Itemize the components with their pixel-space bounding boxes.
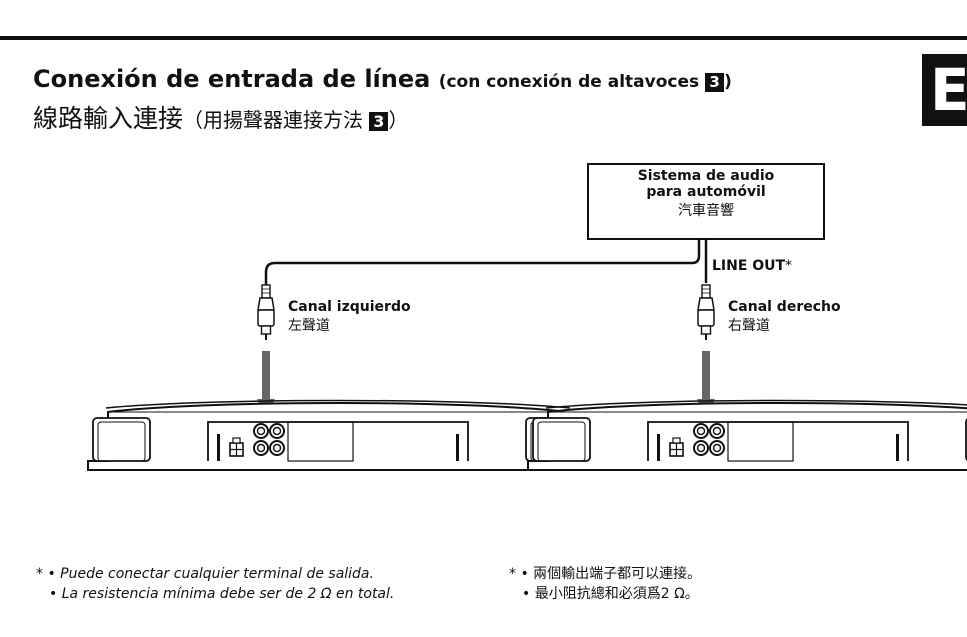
left-signal-cable	[264, 239, 701, 292]
title-es-sub: (con conexión de altavoces	[438, 72, 706, 92]
footnote-chinese: * • 兩個輸出端子都可以連接。 • 最小阻抗總和必須爲2 Ω。	[509, 564, 701, 604]
audio-source-box	[587, 163, 825, 240]
language-tab-letter: E	[930, 56, 967, 124]
left-amplifier	[87, 399, 589, 471]
footnote-zh-line1: * • 兩個輸出端子都可以連接。	[509, 566, 702, 582]
footnote-es-line2: • La resistencia mínima debe ser de 2 Ω …	[49, 586, 395, 602]
audio-source-line1: Sistema de audio	[637, 168, 775, 184]
top-rule	[0, 36, 967, 40]
audio-source-zh: 汽車音響	[678, 203, 734, 219]
title-es-main: Conexión de entrada de línea	[33, 65, 439, 93]
page-title-chinese: 線路輸入連接（用揚聲器連接方法 3）	[33, 103, 408, 136]
right-channel-label-zh: 右聲道	[728, 318, 770, 334]
title-zh-main: 線路輸入連接	[33, 104, 184, 133]
procedure-number-badge: 3	[705, 73, 725, 92]
left-channel-label: Canal izquierdo	[288, 299, 411, 315]
line-out-text: LINE OUT	[712, 258, 786, 274]
right-rca-plug	[697, 284, 715, 341]
audio-source-label: Sistema de audio para automóvil 汽車音響	[588, 168, 824, 219]
title-zh-close: ）	[388, 108, 409, 132]
procedure-number-badge-zh: 3	[369, 112, 389, 131]
footnote-es-line1: * • Puede conectar cualquier terminal de…	[36, 566, 374, 582]
footnote-spanish: * • Puede conectar cualquier terminal de…	[36, 564, 394, 604]
audio-source-line2: para automóvil	[646, 184, 766, 200]
left-channel-label-zh: 左聲道	[288, 318, 330, 334]
title-zh-sub: （用揚聲器連接方法	[183, 108, 370, 132]
title-es-close: )	[724, 72, 732, 92]
line-out-label: LINE OUT*	[712, 257, 792, 275]
language-tab: E	[922, 54, 967, 126]
page-title-spanish: Conexión de entrada de línea (con conexi…	[33, 64, 732, 97]
left-rca-plug	[257, 284, 275, 341]
line-out-footnote-mark: *	[785, 258, 793, 274]
right-channel-label: Canal derecho	[728, 299, 841, 315]
footnote-zh-line2: • 最小阻抗總和必須爲2 Ω。	[522, 586, 699, 602]
right-amplifier	[527, 399, 967, 471]
